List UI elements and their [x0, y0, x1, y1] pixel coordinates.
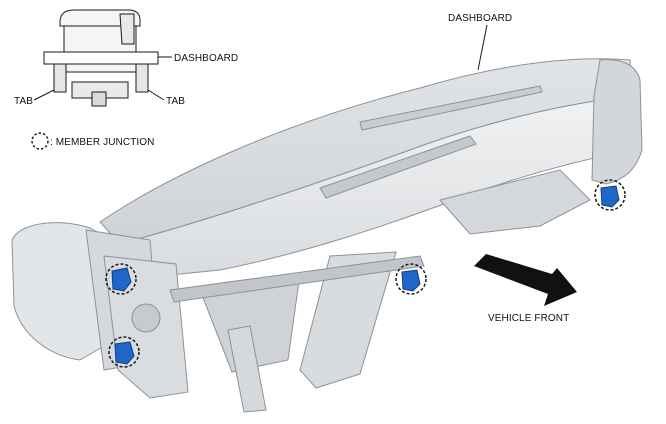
inset-dashboard-label: DASHBOARD	[174, 53, 238, 64]
inset-connector-right-flap	[119, 13, 135, 45]
lower-leg-left	[227, 325, 267, 413]
clip-left-upper	[111, 267, 132, 292]
right-end-cap	[591, 59, 643, 185]
arrow-right-icon	[474, 254, 577, 306]
right-lower-panel	[439, 169, 591, 235]
dashboard-leader-line	[477, 24, 488, 71]
junction-center	[395, 263, 427, 295]
junction-left-upper	[105, 263, 137, 295]
inset-tab-right-label: TAB	[166, 96, 185, 107]
inset-bottom-pin	[91, 91, 107, 107]
steering-member-beam	[169, 255, 425, 303]
clip-left-lower	[114, 341, 135, 365]
left-bracket-boss	[131, 303, 161, 333]
inset-tab-right	[135, 63, 149, 93]
legend-label: : MEMBER JUNCTION	[50, 137, 154, 148]
center-support-bracket	[299, 251, 397, 389]
clip-center	[401, 269, 421, 292]
dashboard-label: DASHBOARD	[448, 13, 512, 24]
dashboard-body	[11, 58, 643, 413]
dashed-circle-icon	[31, 132, 49, 150]
inset-dashboard-plate	[43, 51, 159, 65]
vehicle-front-label: VEHICLE FRONT	[488, 313, 569, 324]
junction-left-lower	[108, 336, 140, 368]
inset-tab-left-label: TAB	[14, 96, 33, 107]
inset-leader-tab-left	[33, 89, 55, 101]
inset-tab-left	[53, 63, 67, 93]
inset-leader-tab-right	[147, 89, 165, 101]
clip-right	[600, 185, 620, 208]
tab-detail-inset	[33, 9, 172, 107]
defroster-slot	[359, 85, 543, 131]
junction-right	[594, 179, 626, 211]
center-vent-strip	[319, 135, 477, 199]
